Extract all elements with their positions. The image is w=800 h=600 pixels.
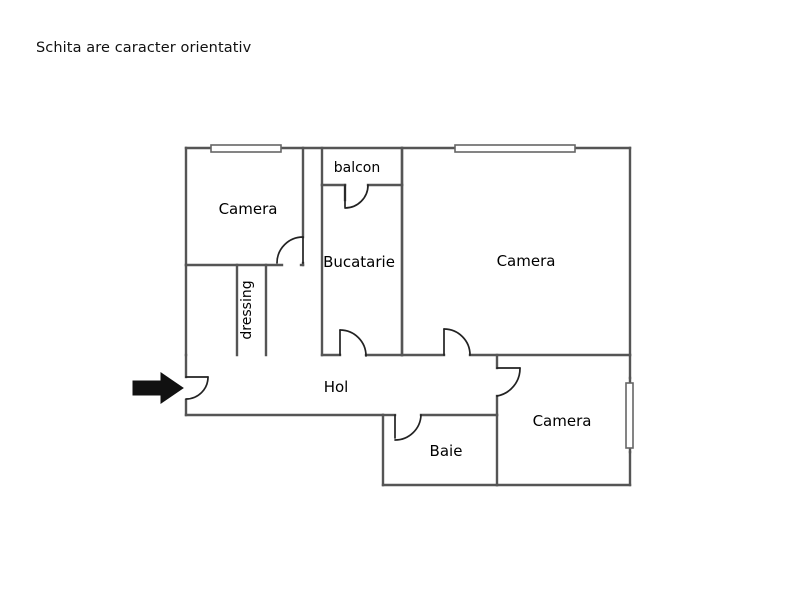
windows-group [210,144,634,449]
room-label-baie: Baie [430,442,463,460]
room-label-camera-top-left: Camera [219,200,278,218]
entrance-arrow-icon [132,372,184,404]
room-labels-group: Camera balcon Bucatarie Camera dressing … [219,160,592,460]
door-swing-icon-bucatarie [339,329,367,357]
doors-group [185,184,521,441]
window-icon-right [625,382,634,449]
door-swing-icon-balcon [344,184,369,209]
window-icon-top-right [454,144,576,153]
door-swing-icon-baie [394,414,422,441]
room-label-camera-bottom-right: Camera [533,412,592,430]
page-title: Schita are caracter orientativ [36,40,252,56]
room-label-hol: Hol [324,378,349,396]
door-swing-icon-entry [185,376,209,400]
room-label-balcon: balcon [334,160,381,176]
door-swing-icon-camera-bottom-right [496,367,521,397]
door-swing-icon-camera-dressing [276,236,304,264]
room-label-camera-top-right: Camera [497,252,556,270]
wall-group [184,146,632,487]
door-swing-icon-camera-top-right [443,328,471,356]
room-label-dressing: dressing [239,280,255,339]
window-icon-top-left [210,144,282,153]
room-label-bucatarie: Bucatarie [323,253,395,271]
